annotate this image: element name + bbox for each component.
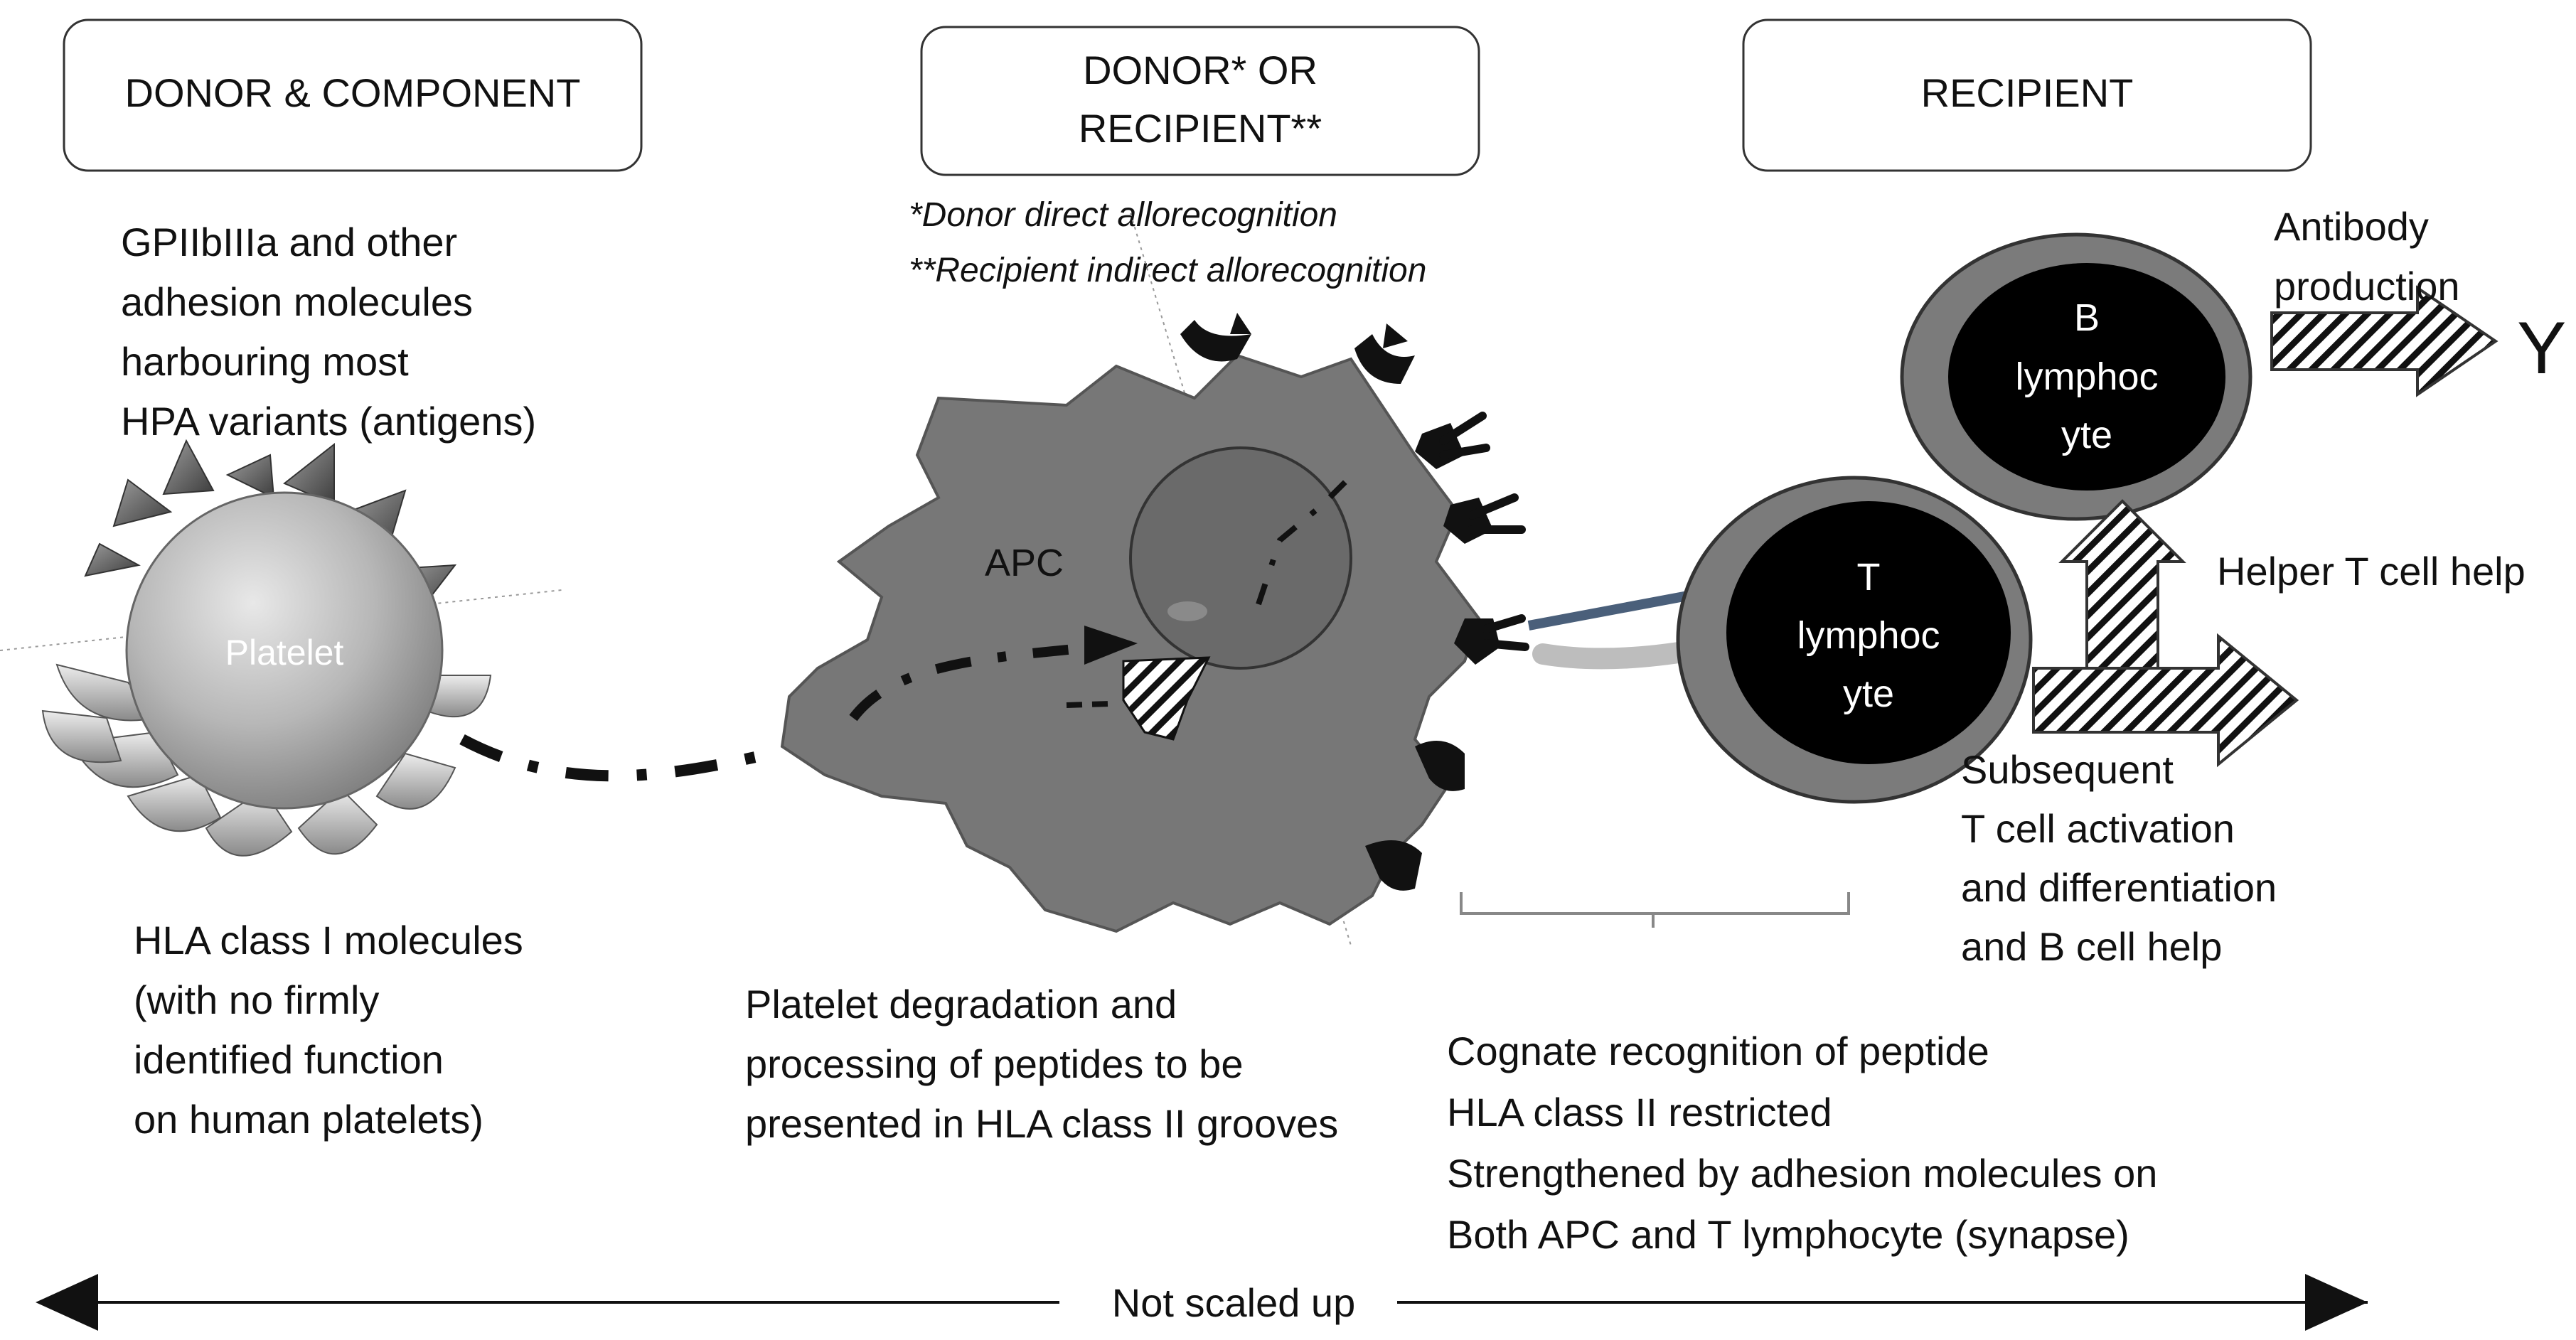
subsequent-line-1: Subsequent [1961,747,2174,792]
apc-cell: APC [780,213,1481,946]
synapse-caption: Cognate recognition of peptide HLA class… [1447,1029,2157,1257]
uptake-path [459,734,773,782]
platelet-bottom-text: HLA class I molecules (with no firmly id… [134,918,523,1142]
tcr-contact [1532,640,1703,670]
antibody-label-1: Antibody [2274,204,2429,249]
vesicle [1167,601,1207,621]
t-lymphocyte: T lymphoc yte [1676,476,2033,804]
platelet-label: Platelet [225,633,344,672]
header-recipient: RECIPIENT [1742,18,2312,172]
synapse-brace [1460,892,1850,928]
header-donor-component-label: DONOR & COMPONENT [125,70,581,115]
header-donor-component: DONOR & COMPONENT [63,18,643,172]
note-donor-direct: *Donor direct allorecognition [909,196,1337,234]
t-cell-label-2: lymphoc [1797,614,1940,657]
platelet-bottom-line-1: HLA class I molecules [134,918,523,963]
hla-class-ii-molecules [1180,313,1536,891]
platelet-top-text: GPIIbIIIa and other adhesion molecules h… [121,220,536,444]
antibody-arrow [2270,285,2498,397]
adhesion-link [1527,589,1701,631]
synapse-caption-line-3: Strengthened by adhesion molecules on [1447,1151,2157,1196]
platelet-bottom-line-3: identified function [134,1037,444,1082]
helper-help-arrow [2058,499,2186,670]
nucleus-path [1256,467,1360,606]
b-cell-label-3: yte [2061,414,2112,456]
synapse-caption-line-2: HLA class II restricted [1447,1090,1832,1135]
b-cell-label-1: B [2074,296,2100,339]
platelet-top-line-2: adhesion molecules [121,279,473,324]
platelet-bottom-line-2: (with no firmly [134,977,379,1022]
apc-caption-line-2: processing of peptides to be [745,1041,1243,1086]
antibody-symbol: Y [2517,307,2566,390]
platelet: Platelet [0,439,562,857]
helper-help-label: Helper T cell help [2217,549,2526,594]
apc-caption-line-1: Platelet degradation and [745,982,1177,1027]
apc-label: APC [985,542,1064,584]
synapse-caption-line-4: Both APC and T lymphocyte (synapse) [1447,1212,2129,1257]
subsequent-line-3: and differentiation [1961,865,2277,910]
platelet-top-line-1: GPIIbIIIa and other [121,220,457,264]
b-lymphocyte: B lymphoc yte [1900,232,2252,521]
header-donor-or-recipient-line1: DONOR* OR [1083,48,1318,92]
t-cell-label-3: yte [1843,672,1894,715]
platelet-top-line-4: HPA variants (antigens) [121,399,536,444]
peptide-path [1066,701,1110,708]
header-donor-or-recipient-line2: RECIPIENT** [1079,106,1322,151]
subsequent-line-2: T cell activation [1961,806,2235,851]
subsequent-line-4: and B cell help [1961,924,2222,969]
apc-nucleus [1129,446,1352,670]
platelet-bottom-line-4: on human platelets) [134,1097,483,1142]
t-cell-label-1: T [1857,556,1881,599]
processing-arrowhead [1084,626,1138,665]
t-activation-arrow [2032,633,2299,768]
processing-path [849,638,1124,722]
hla-class-ii-arms [1439,412,1529,651]
hla-class-i-molecules [41,663,492,857]
header-donor-or-recipient: DONOR* OR RECIPIENT** [920,26,1480,176]
subsequent-text: Subsequent T cell activation and differe… [1961,747,2277,969]
apc-caption: Platelet degradation and processing of p… [745,982,1338,1146]
scale-note: Not scaled up [1112,1280,1355,1325]
peptide-fragment [1122,656,1211,741]
b-cell-label-2: lymphoc [2015,355,2158,398]
synapse-caption-line-1: Cognate recognition of peptide [1447,1029,1989,1073]
apc-caption-line-3: presented in HLA class II grooves [745,1101,1338,1146]
scale-bar: Not scaled up [36,1274,2368,1331]
note-recipient-indirect: **Recipient indirect allorecognition [909,252,1426,289]
antibody-label-2: production [2274,264,2460,309]
header-recipient-label: RECIPIENT [1921,70,2134,115]
platelet-axis-line [0,589,562,651]
platelet-top-line-3: harbouring most [121,339,409,384]
